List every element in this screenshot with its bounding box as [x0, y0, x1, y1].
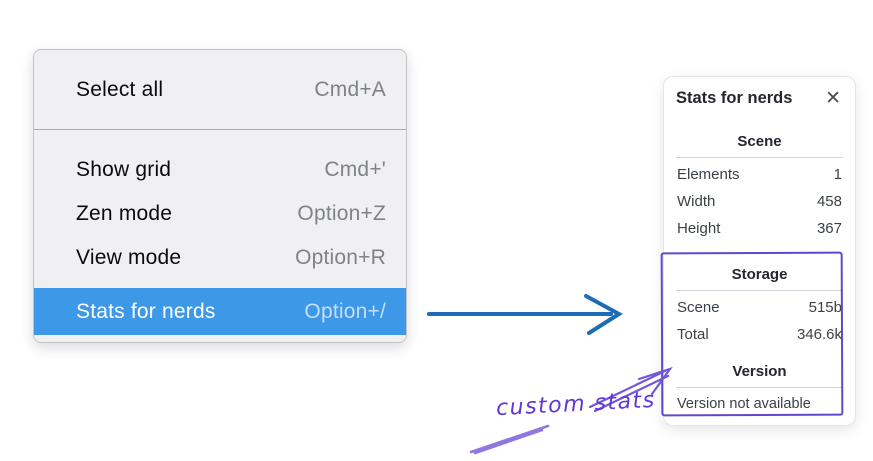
stat-row-width: Width 458: [676, 188, 843, 215]
stat-value: 458: [816, 193, 842, 210]
menu-item-select-all[interactable]: Select all Cmd+A: [34, 68, 406, 112]
stat-row-height: Height 367: [676, 215, 843, 242]
menu-item-label: Zen mode: [76, 202, 173, 225]
storage-section-heading: Storage: [731, 266, 788, 283]
menu-item-zen-mode[interactable]: Zen mode Option+Z: [34, 192, 406, 236]
stats-panel-header: Stats for nerds ✕: [676, 87, 843, 109]
menu-item-shortcut: Option+Z: [297, 202, 386, 225]
stats-panel-title: Stats for nerds: [676, 88, 793, 107]
close-icon[interactable]: ✕: [825, 86, 841, 109]
section-divider: [676, 387, 843, 388]
version-section-heading: Version: [732, 363, 787, 380]
section-divider: [676, 157, 843, 158]
stat-value: 1: [833, 166, 842, 183]
stat-value: 515b: [808, 299, 842, 316]
stats-panel: Stats for nerds ✕ Scene Elements 1 Width…: [663, 76, 856, 426]
annotation-custom-stats: custom stats: [495, 387, 657, 422]
stat-label: Scene: [677, 299, 720, 316]
menu-item-label: Stats for nerds: [76, 299, 216, 323]
menu-item-stats-for-nerds[interactable]: Stats for nerds Option+/: [34, 288, 406, 335]
menu-item-shortcut: Option+R: [295, 246, 386, 269]
stat-label: Width: [677, 193, 716, 210]
stat-row-total-storage: Total 346.6k: [676, 321, 843, 348]
context-menu: Select all Cmd+A Show grid Cmd+' Zen mod…: [33, 49, 407, 343]
stat-value: 367: [816, 220, 842, 237]
menu-item-shortcut: Option+/: [304, 299, 386, 323]
menu-item-shortcut: Cmd+': [324, 158, 386, 181]
scene-section-heading: Scene: [737, 133, 782, 150]
stat-row-scene-storage: Scene 515b: [676, 294, 843, 321]
section-divider: [676, 290, 843, 291]
menu-item-view-mode[interactable]: View mode Option+R: [34, 236, 406, 280]
menu-item-label: View mode: [76, 246, 182, 269]
annotation-stroke: [469, 424, 550, 455]
menu-divider: [34, 129, 406, 130]
menu-item-show-grid[interactable]: Show grid Cmd+': [34, 148, 406, 192]
menu-item-label: Select all: [76, 78, 164, 101]
stat-value: 346.6k: [796, 326, 842, 343]
stat-row-elements: Elements 1: [676, 161, 843, 188]
menu-item-shortcut: Cmd+A: [314, 78, 386, 101]
menu-item-label: Show grid: [76, 158, 172, 181]
menu-to-panel-arrow: [427, 294, 623, 335]
version-note: Version not available: [677, 396, 811, 412]
stat-label: Height: [677, 220, 721, 237]
stat-label: Elements: [677, 166, 740, 183]
stat-label: Total: [677, 326, 709, 343]
